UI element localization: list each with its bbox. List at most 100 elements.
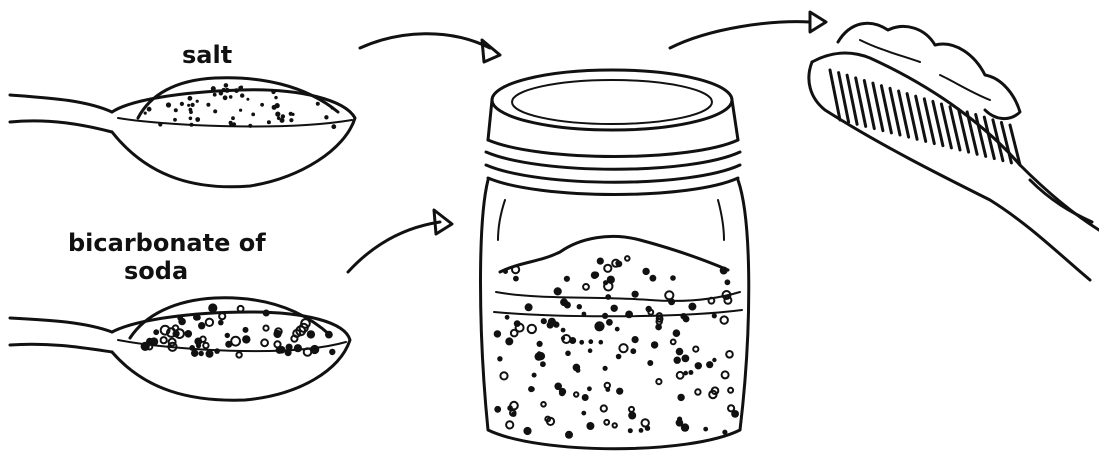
grain xyxy=(595,323,603,331)
grain xyxy=(166,102,171,107)
grain xyxy=(725,279,731,285)
grain xyxy=(670,275,676,281)
grain xyxy=(263,326,268,331)
grain xyxy=(561,328,566,333)
grain xyxy=(528,386,534,392)
grain xyxy=(246,98,249,101)
arrow-soda-to-jar xyxy=(348,210,452,272)
grain xyxy=(280,118,285,123)
grain xyxy=(190,123,194,127)
grain xyxy=(248,124,252,128)
grain xyxy=(261,339,268,346)
grain xyxy=(615,327,620,332)
grain xyxy=(625,311,633,319)
grain xyxy=(267,120,271,124)
grain xyxy=(263,310,270,317)
grain xyxy=(523,427,531,435)
grain xyxy=(541,318,547,324)
grain xyxy=(564,276,570,282)
grain xyxy=(211,86,216,91)
grain xyxy=(225,341,232,348)
grain xyxy=(234,88,239,93)
grain xyxy=(630,348,636,354)
grain xyxy=(665,291,673,299)
grain xyxy=(506,421,513,428)
grain xyxy=(648,310,653,315)
grain xyxy=(553,321,559,327)
grain xyxy=(231,116,235,120)
grain xyxy=(639,428,644,433)
grain xyxy=(281,114,285,118)
grain xyxy=(615,261,620,266)
grain xyxy=(650,275,657,282)
grain xyxy=(276,346,284,354)
grain xyxy=(189,117,193,121)
grain xyxy=(180,102,184,106)
grain xyxy=(597,258,604,265)
grain xyxy=(726,351,733,358)
grain xyxy=(525,303,533,311)
grain xyxy=(208,303,217,312)
grain xyxy=(187,104,190,107)
grain xyxy=(603,366,608,371)
grain xyxy=(260,103,264,107)
grain xyxy=(497,356,502,361)
grain xyxy=(511,412,516,417)
grain xyxy=(291,336,297,342)
grain xyxy=(642,268,649,275)
grain xyxy=(505,337,513,345)
toothbrush xyxy=(809,53,1099,280)
toothbrush-paste xyxy=(838,23,1020,118)
grain xyxy=(632,291,639,298)
grain xyxy=(677,394,684,401)
jar-grains xyxy=(494,256,739,439)
grain xyxy=(286,344,293,351)
grain xyxy=(289,118,293,122)
grain xyxy=(582,312,587,317)
grain xyxy=(709,298,715,304)
grain xyxy=(229,95,233,99)
grain xyxy=(625,256,630,261)
grain xyxy=(693,347,698,352)
grain xyxy=(238,306,244,312)
grain xyxy=(173,118,177,122)
grain xyxy=(722,371,729,378)
grain xyxy=(629,407,634,412)
grain xyxy=(703,427,708,432)
grain xyxy=(144,112,147,115)
grain xyxy=(199,351,204,356)
grain xyxy=(728,388,733,393)
grain xyxy=(243,327,249,333)
grain xyxy=(583,284,589,290)
grain xyxy=(616,354,622,360)
grain xyxy=(153,329,159,335)
grain xyxy=(565,351,571,357)
grain xyxy=(224,83,229,88)
salt-pile xyxy=(138,78,338,118)
grain xyxy=(203,343,208,348)
grain xyxy=(240,93,244,97)
grain xyxy=(185,330,193,338)
grain xyxy=(628,428,633,433)
grain xyxy=(329,349,335,355)
grain xyxy=(213,93,217,97)
grain xyxy=(196,100,199,103)
grain xyxy=(274,96,277,99)
arrow-jar-to-toothbrush xyxy=(670,12,826,48)
grain xyxy=(198,322,205,329)
grain xyxy=(494,406,501,413)
grain xyxy=(604,282,612,290)
grain xyxy=(602,313,608,319)
grain xyxy=(591,271,599,279)
grain xyxy=(676,419,684,427)
grain xyxy=(194,338,202,346)
grain xyxy=(674,357,681,364)
grain xyxy=(680,313,686,319)
grain xyxy=(673,329,681,337)
grain xyxy=(582,394,589,401)
grain xyxy=(174,108,178,112)
grain xyxy=(540,361,546,367)
grain xyxy=(218,320,224,326)
grain xyxy=(632,336,639,343)
